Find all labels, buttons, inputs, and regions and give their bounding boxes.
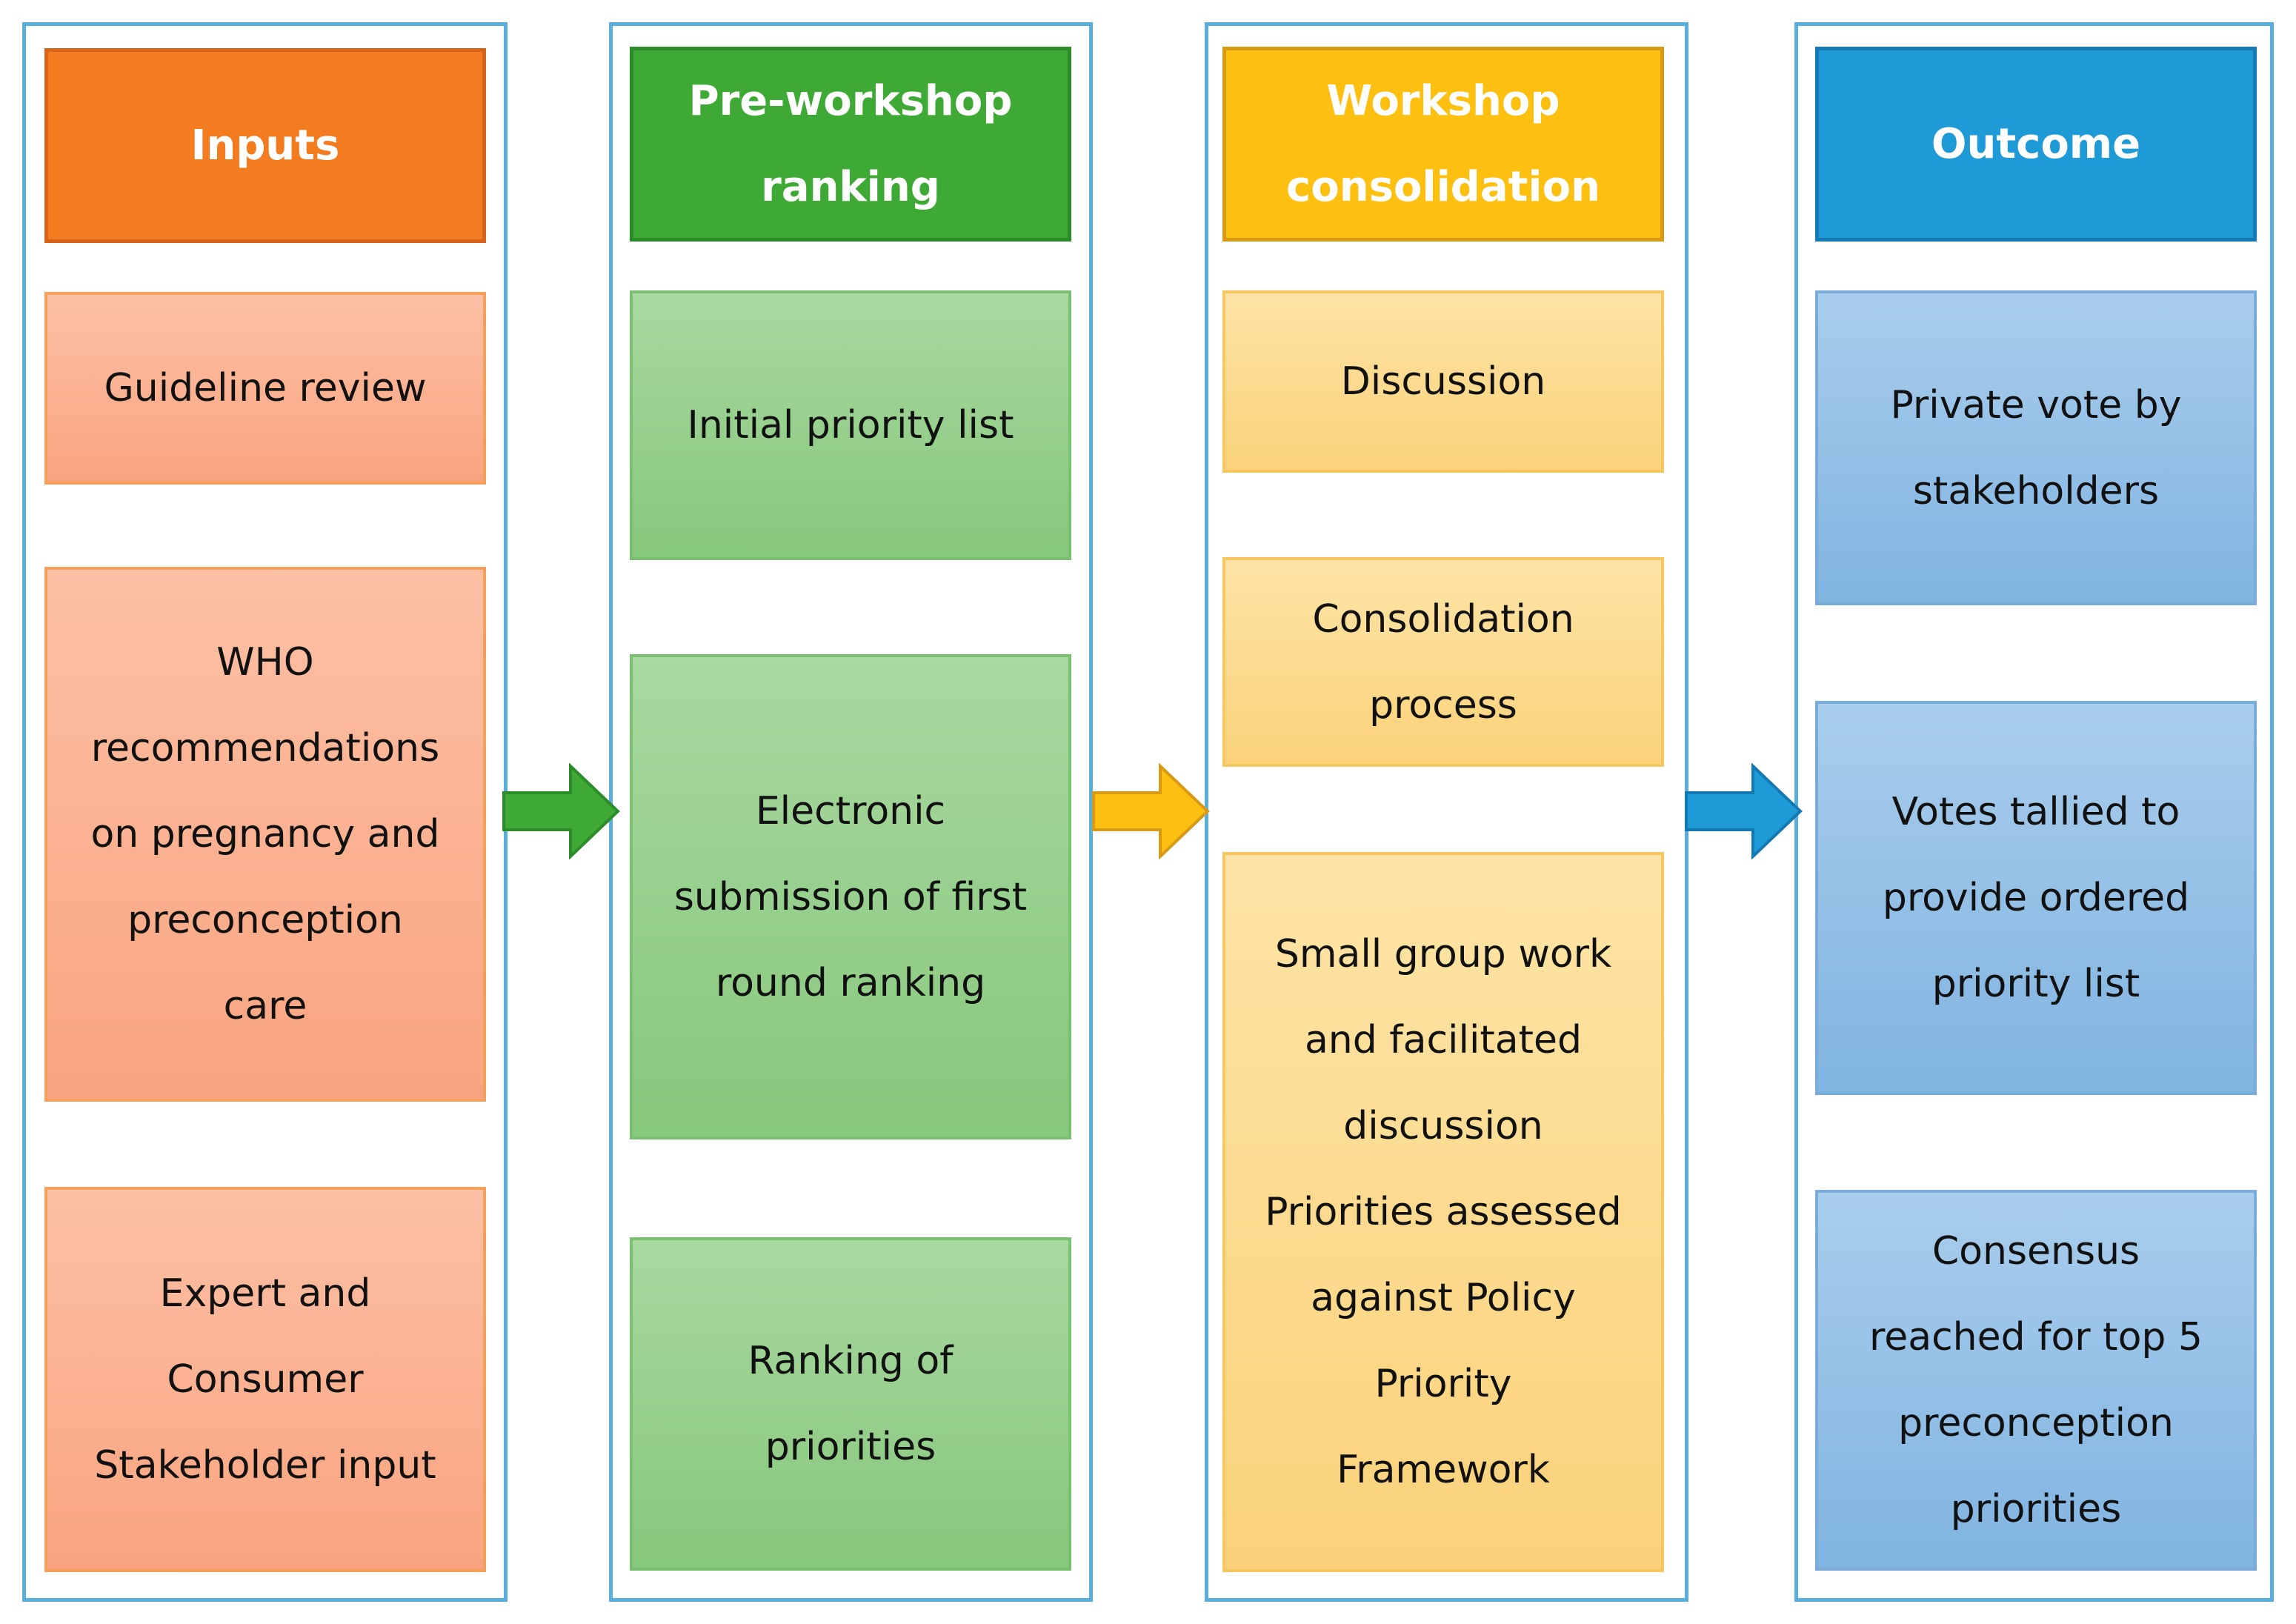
- box-votes-tallied: Votes tallied to provide ordered priorit…: [1815, 701, 2257, 1095]
- box-electronic-submission: Electronic submission of first round ran…: [630, 654, 1071, 1139]
- box-discussion: Discussion: [1222, 290, 1664, 473]
- box-private-vote: Private vote by stakeholders: [1815, 290, 2257, 605]
- arrow-right-icon: [1092, 763, 1210, 859]
- box-ranking-of-priorities: Ranking of priorities: [630, 1237, 1071, 1571]
- header-workshop-consolidation: Workshop consolidation: [1222, 47, 1664, 242]
- box-small-group-work: Small group work and facilitated discuss…: [1222, 852, 1664, 1572]
- arrow-right-icon: [1685, 763, 1803, 859]
- box-who-recommendations: WHO recommendations on pregnancy and pre…: [44, 567, 486, 1102]
- header-pre-workshop-ranking: Pre-workshop ranking: [630, 47, 1071, 242]
- arrow-right-icon: [502, 763, 620, 859]
- header-outcome: Outcome: [1815, 47, 2257, 242]
- box-consolidation-process: Consolidation process: [1222, 557, 1664, 767]
- header-inputs: Inputs: [44, 48, 486, 243]
- box-consensus-reached: Consensus reached for top 5 preconceptio…: [1815, 1190, 2257, 1571]
- box-guideline-review: Guideline review: [44, 292, 486, 485]
- box-initial-priority-list: Initial priority list: [630, 290, 1071, 560]
- box-expert-consumer-input: Expert and Consumer Stakeholder input: [44, 1187, 486, 1572]
